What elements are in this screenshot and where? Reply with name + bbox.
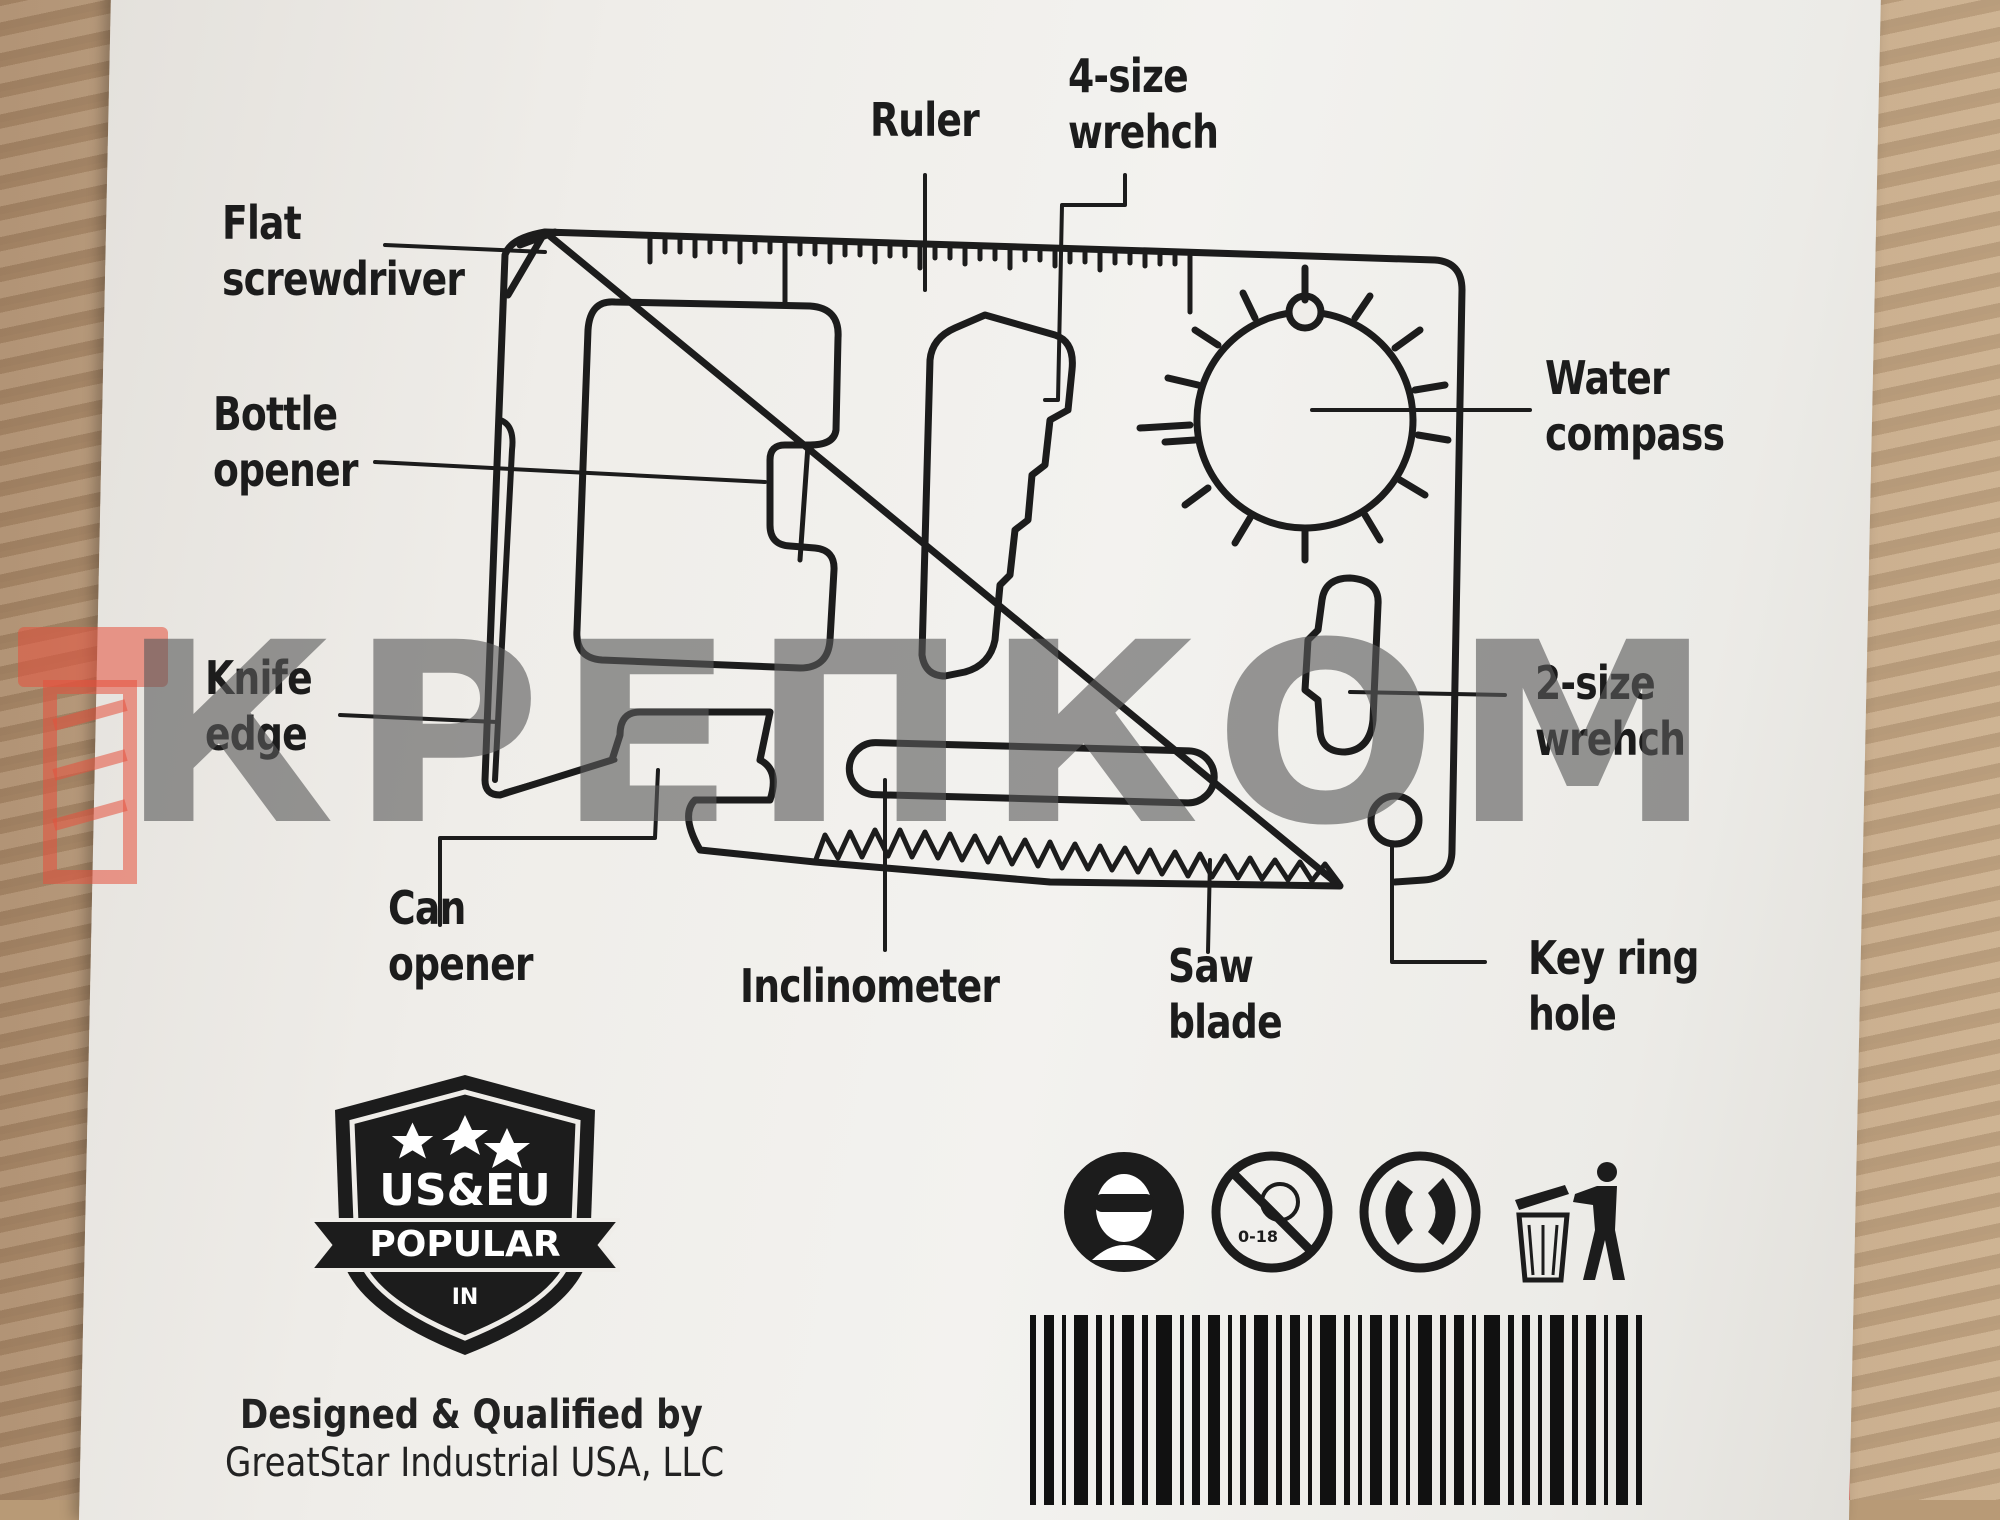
label-saw-blade: Saw blade [1168, 939, 1283, 1049]
eye-protection-icon [1064, 1152, 1184, 1272]
flat-screwdriver-edge [504, 228, 559, 299]
label-four-size-wrench: 4-size wrehch [1068, 49, 1219, 159]
saw-blade-teeth [812, 827, 1343, 887]
us-eu-popular-badge: US&EU POPULAR IN [305, 1070, 625, 1364]
label-inclinometer: Inclinometer [740, 959, 1000, 1013]
label-water-compass: Water compass [1545, 351, 1725, 461]
four-size-wrench-slot [918, 311, 1076, 680]
two-size-wrench-slot [1301, 574, 1382, 756]
designed-by-heading: Designed & Qualified by [240, 1392, 703, 1438]
badge-bottom-text: IN [451, 1285, 479, 1310]
key-ring-hole [1367, 792, 1423, 848]
label-two-size-wrench: 2-size wrehch [1535, 656, 1686, 766]
ruler-ticks [647, 235, 1193, 315]
badge-ribbon-text: POPULAR [369, 1224, 561, 1265]
label-can-opener: Can opener [388, 881, 533, 991]
badge-top-text: US&EU [379, 1165, 551, 1216]
watermark-text: КРЕПКОМ [120, 589, 1728, 880]
barcode [1030, 1315, 1642, 1505]
label-bottle-opener: Bottle opener [213, 387, 358, 497]
label-key-ring-hole: Key ring hole [1528, 931, 1700, 1041]
bottle-opener-cutout [573, 298, 842, 672]
shield-icon [305, 1075, 625, 1355]
age-label: 0-18 [1238, 1227, 1278, 1246]
card-outline [481, 228, 1466, 890]
callout-leader-lines [338, 173, 1532, 964]
age-restriction-icon: 0-18 [1211, 1151, 1333, 1273]
knife-edge [492, 417, 516, 783]
watermark-logo-icon [18, 627, 168, 884]
inclinometer-slot [845, 739, 1218, 807]
green-dot-recycle-icon [1359, 1151, 1481, 1273]
water-compass [1136, 264, 1452, 564]
label-ruler: Ruler [870, 93, 980, 147]
company-name: GreatStar Industrial USA, LLC [225, 1440, 725, 1486]
waste-bin-icon [1515, 1162, 1625, 1283]
label-flat-screwdriver: Flat screwdriver [222, 196, 465, 306]
label-knife-edge: Knife edge [205, 651, 313, 761]
